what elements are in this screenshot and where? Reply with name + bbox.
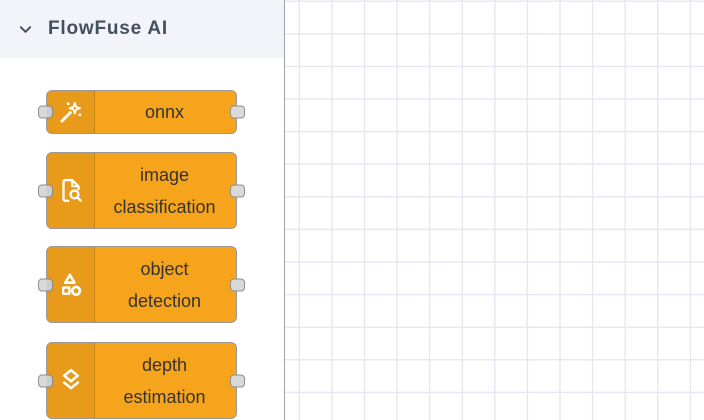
output-port[interactable]: [230, 105, 245, 119]
node-label: onnx: [144, 102, 185, 122]
node-label: image classification: [113, 164, 216, 217]
output-port[interactable]: [230, 184, 245, 197]
chevron-down-icon[interactable]: [18, 22, 33, 37]
layers-icon: [47, 343, 95, 418]
palette-section-header[interactable]: FlowFuse AI: [0, 0, 284, 58]
palette-section-label: FlowFuse AI: [48, 18, 168, 39]
flow-canvas[interactable]: [284, 0, 704, 420]
input-port[interactable]: [38, 105, 53, 119]
node-palette: FlowFuse AI onnx: [0, 0, 284, 420]
shapes-icon: [47, 247, 95, 322]
output-port[interactable]: [230, 278, 245, 291]
input-port[interactable]: [38, 278, 53, 291]
node-label: object detection: [127, 258, 202, 311]
palette-node-image-classification[interactable]: image classification: [38, 152, 245, 229]
node-label: depth estimation: [123, 354, 206, 407]
input-port[interactable]: [38, 374, 53, 387]
output-port[interactable]: [230, 374, 245, 387]
input-port[interactable]: [38, 184, 53, 197]
palette-node-object-detection[interactable]: object detection: [38, 246, 245, 323]
magic-wand-icon: [47, 91, 95, 133]
file-search-icon: [47, 153, 95, 228]
palette-node-onnx[interactable]: onnx: [38, 90, 245, 134]
palette-node-depth-estimation[interactable]: depth estimation: [38, 342, 245, 419]
